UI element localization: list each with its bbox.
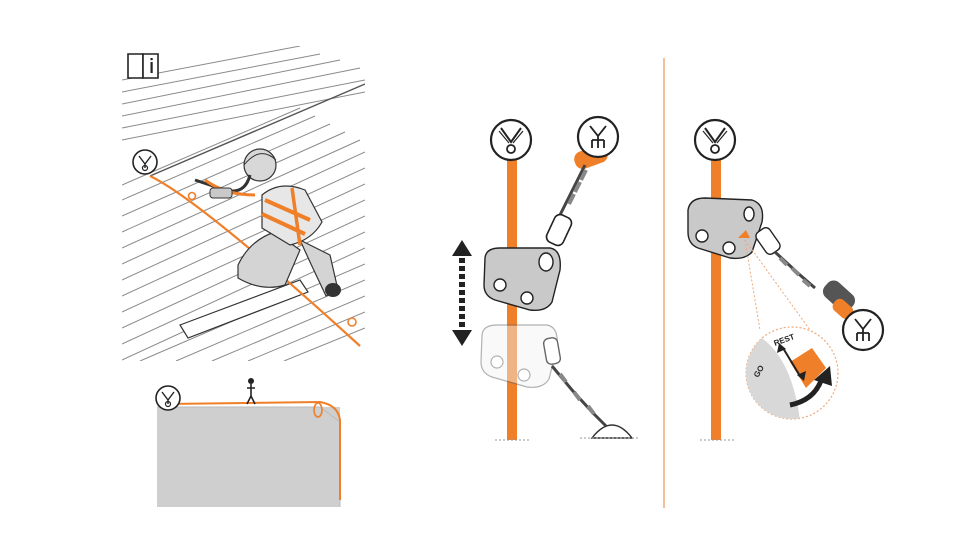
roof-surface bbox=[122, 46, 365, 361]
anchor-harness-icon bbox=[693, 118, 737, 162]
anchor-harness-icon bbox=[489, 118, 533, 162]
roof-scene bbox=[122, 46, 365, 361]
harness-icon bbox=[841, 308, 885, 352]
device-lock-scene: REST GO bbox=[687, 118, 885, 441]
building-edge-scene bbox=[155, 378, 341, 507]
rope-adjuster-device bbox=[687, 197, 764, 260]
roof-worker bbox=[194, 148, 341, 297]
rotate-arrow-icon bbox=[789, 366, 832, 408]
device-adjust-scene bbox=[452, 115, 640, 441]
up-down-arrow-icon bbox=[452, 240, 472, 346]
lanyard bbox=[545, 164, 588, 247]
anchor-harness-icon bbox=[132, 149, 158, 175]
lanyard-ghost bbox=[542, 337, 640, 439]
anchor-harness-icon bbox=[155, 385, 181, 411]
rope-adjuster-device bbox=[483, 247, 561, 312]
harness-icon bbox=[574, 115, 620, 170]
worker-figure-small bbox=[246, 378, 256, 405]
lanyard bbox=[755, 227, 856, 320]
manual-info-icon bbox=[127, 53, 159, 79]
rope bbox=[711, 152, 721, 440]
rope-adjuster-device-ghost bbox=[480, 324, 558, 388]
zoom-leader bbox=[744, 239, 811, 331]
zoom-detail: REST GO bbox=[745, 326, 839, 420]
